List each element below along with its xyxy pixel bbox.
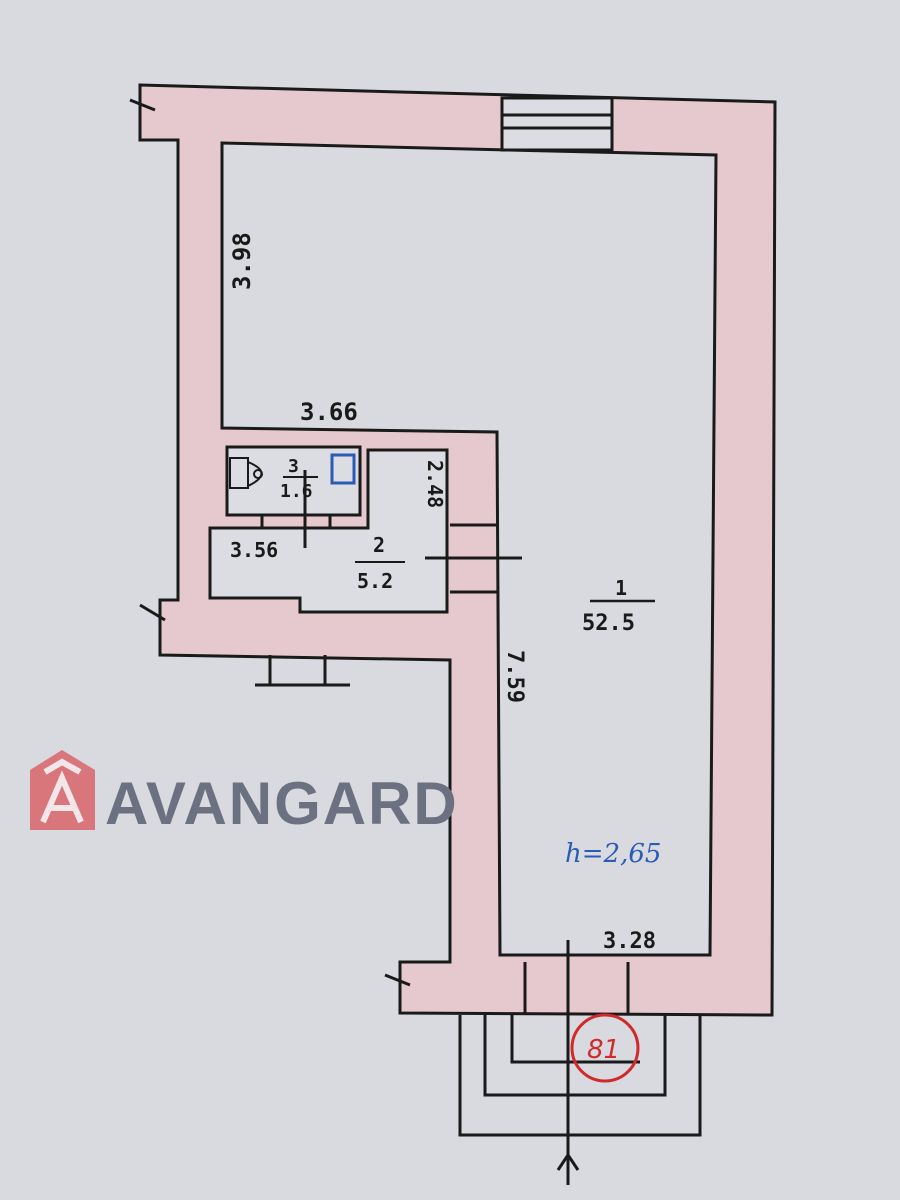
dim-hall-length: 3.56	[230, 538, 278, 562]
room3-area: 1.6	[280, 481, 313, 502]
apartment-number: 81	[587, 1035, 620, 1065]
room2-number: 2	[373, 533, 385, 557]
stairs	[458, 940, 702, 1185]
wall-fill	[138, 83, 777, 1017]
dim-room1-length: 7.59	[502, 650, 527, 703]
dim-hall-width: 2.48	[423, 460, 447, 508]
hall-walls	[208, 448, 449, 614]
window	[500, 96, 614, 152]
bathroom-wc	[225, 445, 362, 517]
dim-partition: 3.66	[300, 398, 358, 426]
door-marks	[129, 98, 630, 1013]
toilet-icon	[229, 457, 263, 489]
watermark: AVANGARD	[105, 770, 459, 837]
ceiling-height: h=2,65	[565, 839, 661, 869]
room1-number: 1	[615, 576, 627, 600]
sink-icon	[330, 453, 356, 485]
apartment-stamp	[570, 1013, 640, 1083]
room2-area: 5.2	[357, 569, 393, 593]
room3-number: 3	[288, 456, 299, 477]
room1-area: 52.5	[582, 611, 635, 636]
dim-room1-bottom: 3.28	[603, 929, 656, 954]
dim-room1-left: 3.98	[228, 232, 256, 290]
avangard-logo-icon	[30, 750, 95, 830]
